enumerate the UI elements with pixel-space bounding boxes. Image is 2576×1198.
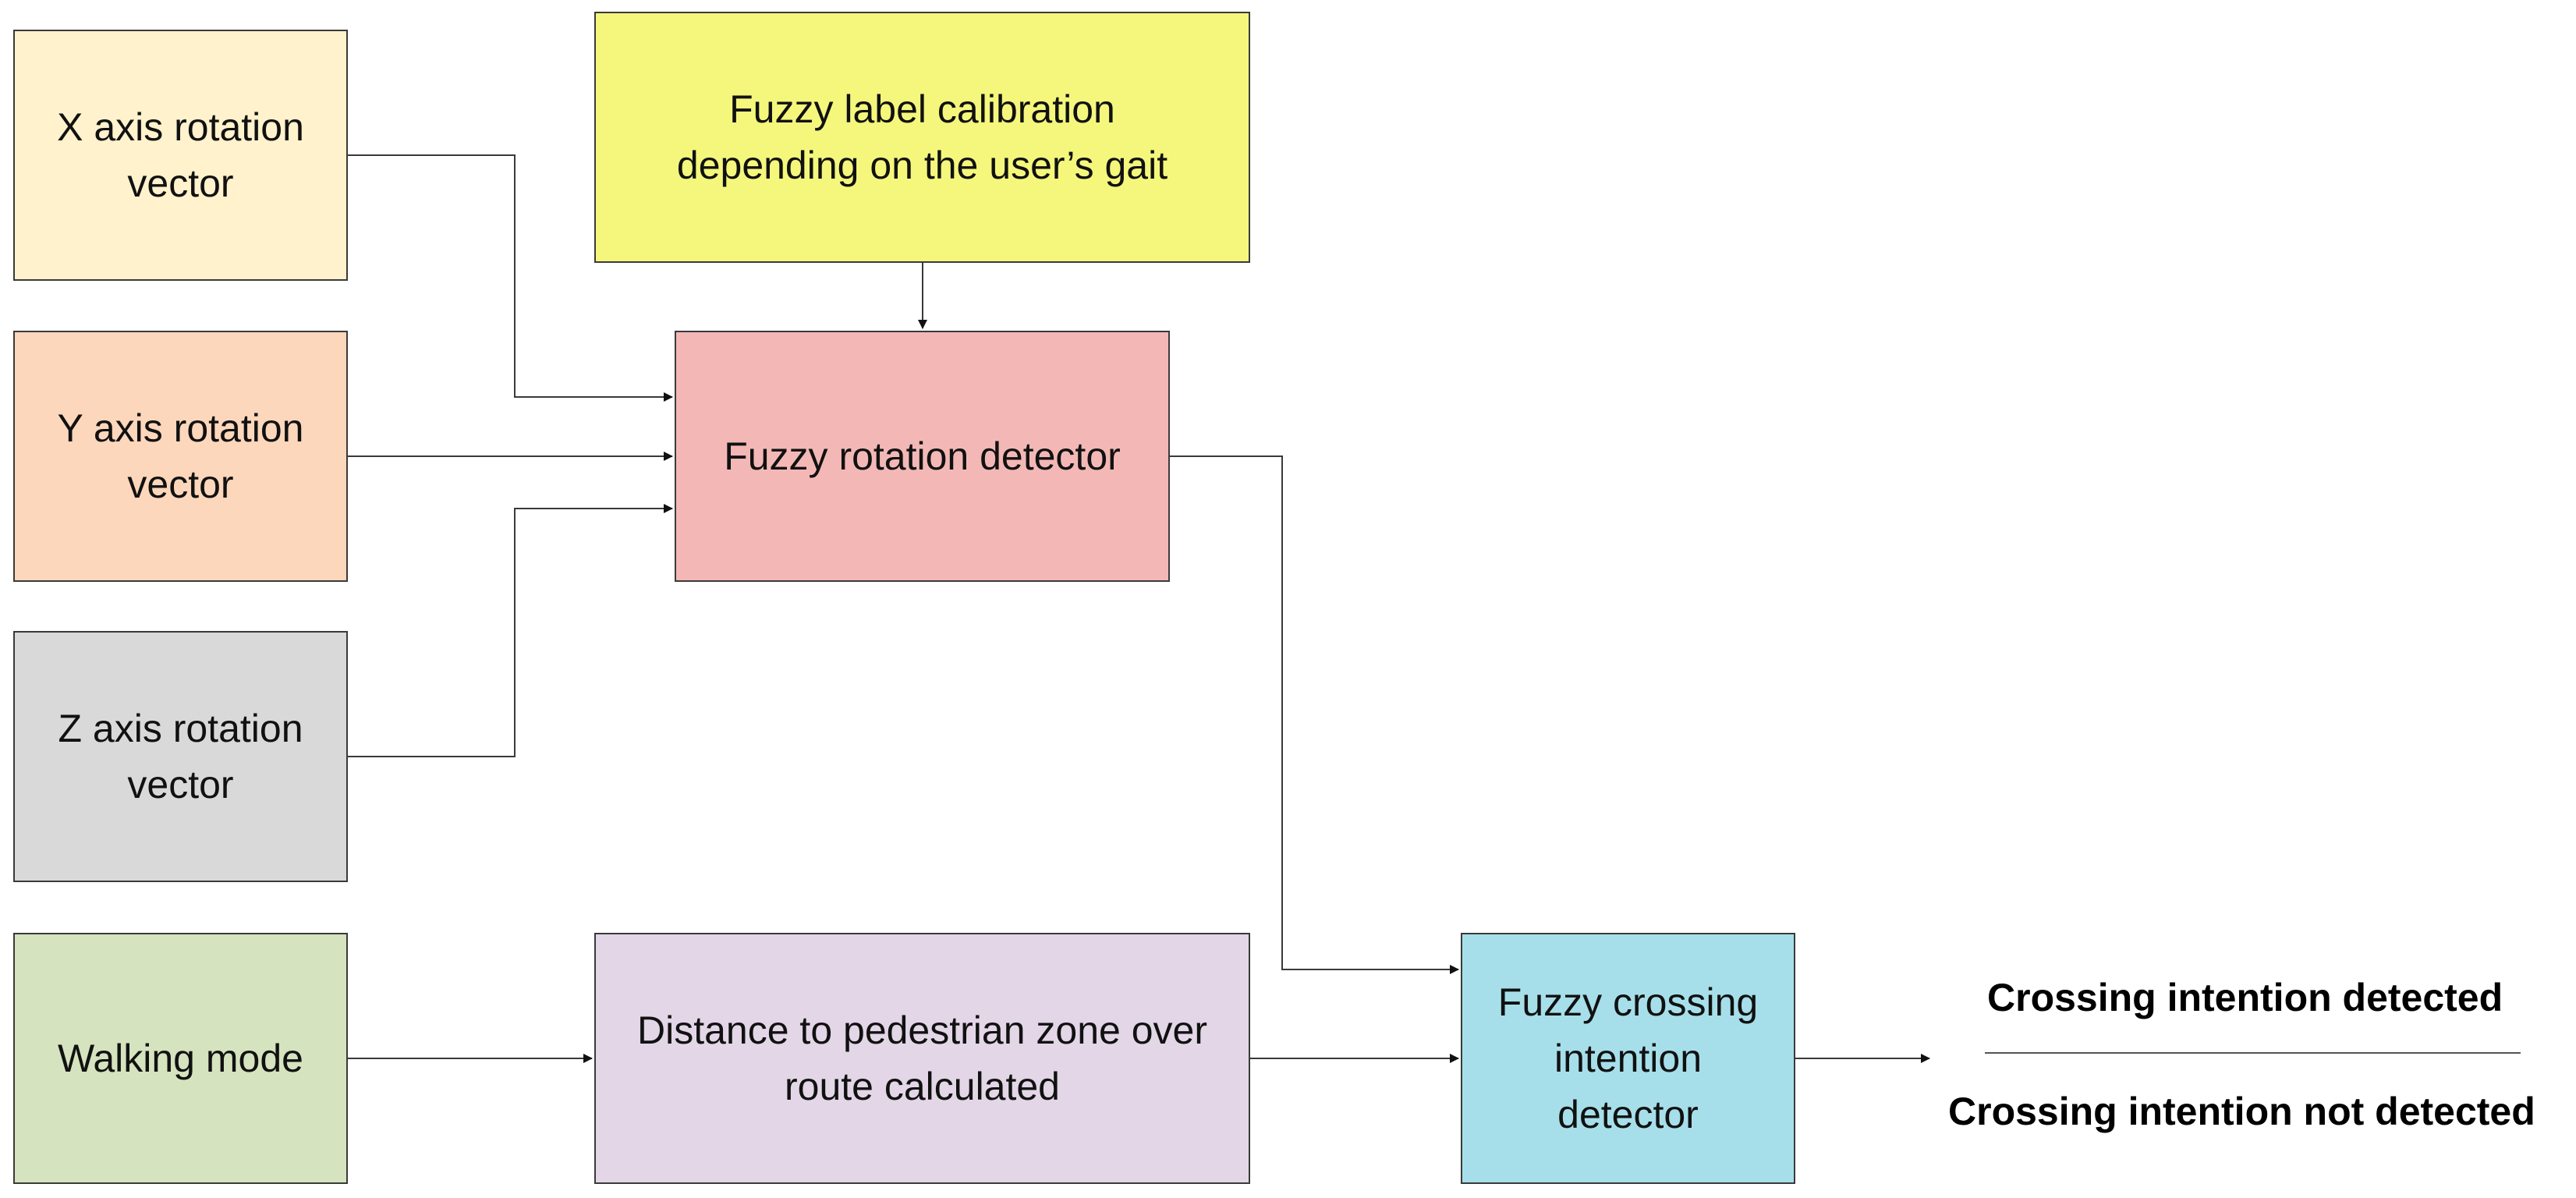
rotation-detector-label: Fuzzy rotation detector	[724, 434, 1121, 478]
edge-x-to-rotation	[348, 154, 673, 402]
walking-mode-node: Walking mode	[13, 933, 348, 1184]
edge-rotation-to-crossing	[1170, 455, 1459, 974]
fuzzy-crossing-intention-detector-node: Fuzzy crossing intention detector	[1461, 933, 1795, 1184]
output-crossing-not-detected: Crossing intention not detected	[1948, 1090, 2535, 1133]
z-axis-rotation-vector-node: Z axis rotation vector	[13, 631, 348, 882]
fuzzy-rotation-detector-node: Fuzzy rotation detector	[675, 331, 1170, 582]
y-axis-node-label: Y axis rotation vector	[57, 406, 304, 506]
x-axis-rotation-vector-node: X axis rotation vector	[13, 30, 348, 281]
z-axis-node-label: Z axis rotation vector	[58, 707, 303, 806]
fuzzy-label-calibration-node: Fuzzy label calibration depending on the…	[594, 12, 1250, 263]
walking-mode-label: Walking mode	[58, 1037, 303, 1080]
y-axis-rotation-vector-node: Y axis rotation vector	[13, 331, 348, 582]
crossing-detector-label: Fuzzy crossing intention detector	[1497, 980, 1759, 1136]
distance-to-pedestrian-zone-node: Distance to pedestrian zone over route c…	[594, 933, 1250, 1184]
output-crossing-detected: Crossing intention detected	[1987, 976, 2503, 1019]
distance-label: Distance to pedestrian zone over route c…	[637, 1008, 1207, 1108]
x-axis-node-label: X axis rotation vector	[57, 105, 304, 205]
calibration-label: Fuzzy label calibration depending on the…	[676, 87, 1168, 187]
edge-z-to-rotation	[348, 504, 673, 757]
